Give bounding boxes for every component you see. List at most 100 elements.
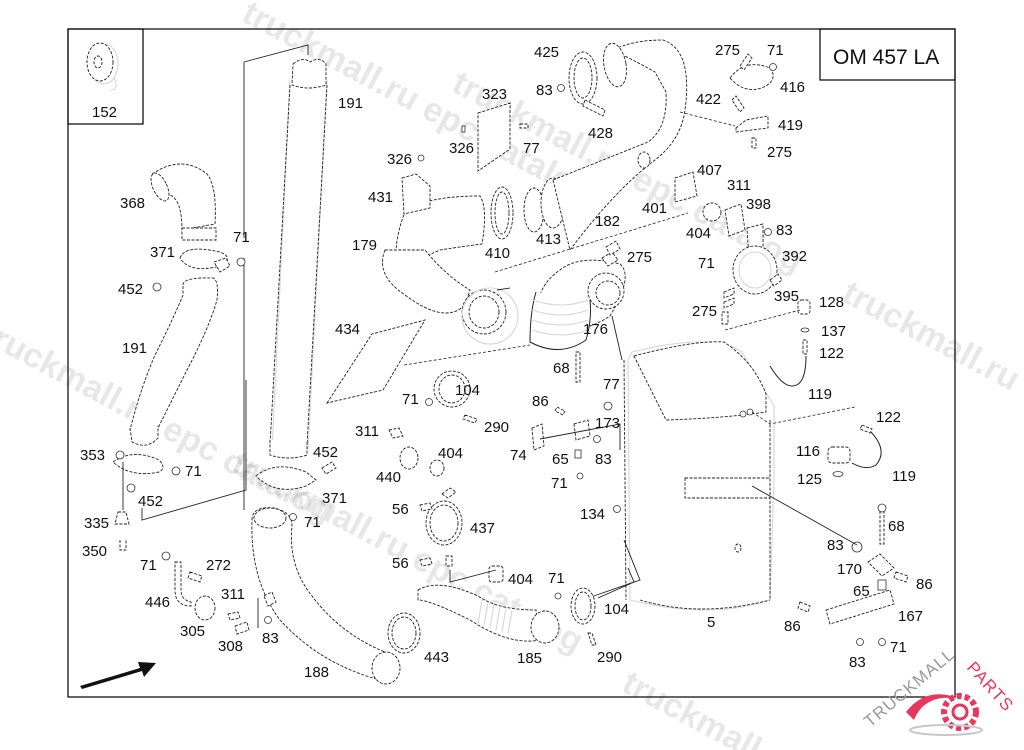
callout-77[interactable]: 77 [603,376,620,393]
gear-icon [941,693,979,731]
callout-71[interactable]: 71 [304,514,321,531]
callout-104[interactable]: 104 [604,601,629,618]
callout-170[interactable]: 170 [837,561,862,578]
callout-191[interactable]: 191 [122,340,147,357]
callout-395[interactable]: 395 [774,288,799,305]
callout-83[interactable]: 83 [262,630,279,647]
callout-404[interactable]: 404 [686,225,711,242]
callout-119[interactable]: 119 [808,386,832,403]
callout-335[interactable]: 335 [84,515,109,532]
callout-116[interactable]: 116 [796,443,820,460]
callout-404[interactable]: 404 [508,571,533,588]
callout-431[interactable]: 431 [368,189,393,206]
callout-71[interactable]: 71 [767,42,784,59]
callout-176[interactable]: 176 [583,321,608,338]
callout-134[interactable]: 134 [580,506,605,523]
callout-137[interactable]: 137 [821,323,846,340]
callout-323[interactable]: 323 [482,86,507,103]
callout-labels: 1913683717145219135371452335350425834283… [80,42,933,681]
callout-125[interactable]: 125 [797,471,822,488]
callout-422[interactable]: 422 [696,91,721,108]
callout-404[interactable]: 404 [438,445,463,462]
callout-326[interactable]: 326 [449,140,474,157]
callout-350[interactable]: 350 [82,543,107,560]
callout-56[interactable]: 56 [392,501,409,518]
callout-305[interactable]: 305 [180,623,205,640]
inset-part-152[interactable]: 152 [67,28,144,125]
callout-413[interactable]: 413 [536,231,561,248]
callout-440[interactable]: 440 [376,469,401,486]
callout-452[interactable]: 452 [313,444,338,461]
callout-452[interactable]: 452 [138,493,163,510]
callout-275[interactable]: 275 [767,144,792,161]
callout-425[interactable]: 425 [534,44,559,61]
callout-83[interactable]: 83 [776,222,793,239]
callout-275[interactable]: 275 [715,42,740,59]
callout-74[interactable]: 74 [510,447,527,464]
callout-311[interactable]: 311 [727,177,751,194]
callout-65[interactable]: 65 [853,583,870,600]
callout-71[interactable]: 71 [890,639,907,656]
callout-185[interactable]: 185 [517,650,542,667]
callout-119[interactable]: 119 [892,468,916,485]
callout-71[interactable]: 71 [551,475,568,492]
callout-290[interactable]: 290 [484,419,509,436]
callout-275[interactable]: 275 [627,249,652,266]
callout-398[interactable]: 398 [746,196,771,213]
callout-71[interactable]: 71 [402,391,419,408]
callout-71[interactable]: 71 [140,557,157,574]
callout-428[interactable]: 428 [588,125,613,142]
callout-83[interactable]: 83 [849,654,866,671]
callout-434[interactable]: 434 [335,321,360,338]
callout-56[interactable]: 56 [392,555,409,572]
callout-311[interactable]: 311 [221,586,245,603]
callout-122[interactable]: 122 [876,409,901,426]
callout-68[interactable]: 68 [553,360,570,377]
callout-353[interactable]: 353 [80,447,105,464]
callout-419[interactable]: 419 [778,117,803,134]
callout-326[interactable]: 326 [387,151,412,168]
callout-290[interactable]: 290 [597,649,622,666]
callout-368[interactable]: 368 [120,195,145,212]
callout-392[interactable]: 392 [782,248,807,265]
callout-71[interactable]: 71 [548,570,565,587]
callout-83[interactable]: 83 [536,82,553,99]
callout-407[interactable]: 407 [697,162,722,179]
callout-443[interactable]: 443 [424,649,449,666]
callout-122[interactable]: 122 [819,345,844,362]
callout-416[interactable]: 416 [780,79,805,96]
callout-272[interactable]: 272 [206,557,231,574]
callout-371[interactable]: 371 [150,244,175,261]
callout-182[interactable]: 182 [595,213,620,230]
callout-86[interactable]: 86 [916,576,933,593]
callout-371[interactable]: 371 [322,490,347,507]
callout-401[interactable]: 401 [642,200,667,217]
callout-86[interactable]: 86 [784,618,801,635]
callout-77[interactable]: 77 [523,140,540,157]
callout-188[interactable]: 188 [304,664,329,681]
callout-68[interactable]: 68 [888,518,905,535]
callout-71[interactable]: 71 [233,229,250,246]
callout-5[interactable]: 5 [707,614,715,631]
callout-452[interactable]: 452 [118,281,143,298]
callout-104[interactable]: 104 [455,382,480,399]
corrugation-ribs [477,599,513,635]
callout-446[interactable]: 446 [145,594,170,611]
callout-275[interactable]: 275 [692,303,717,320]
callout-167[interactable]: 167 [898,608,923,625]
callout-86[interactable]: 86 [532,393,549,410]
callout-191[interactable]: 191 [338,95,363,112]
callout-308[interactable]: 308 [218,638,243,655]
callout-65[interactable]: 65 [552,451,569,468]
callout-311[interactable]: 311 [355,423,379,440]
callout-410[interactable]: 410 [485,245,510,262]
callout-179[interactable]: 179 [352,237,377,254]
parts-artwork [112,39,909,685]
callout-437[interactable]: 437 [470,520,495,537]
callout-83[interactable]: 83 [595,451,612,468]
callout-71[interactable]: 71 [185,463,202,480]
callout-83[interactable]: 83 [827,537,844,554]
callout-71[interactable]: 71 [698,255,715,272]
callout-173[interactable]: 173 [595,415,620,432]
callout-128[interactable]: 128 [819,294,844,311]
